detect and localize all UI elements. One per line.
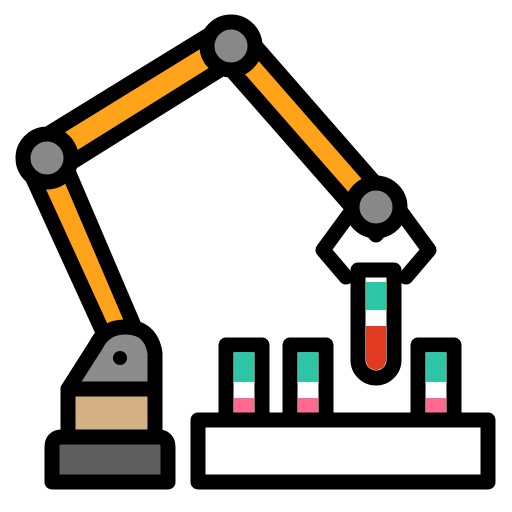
base-pivot-dot [113, 351, 127, 365]
rack-tube-liquid-top [426, 352, 446, 382]
rack-tube-liquid-top [298, 352, 318, 382]
held-tube-liquid-bottom [366, 326, 386, 370]
wrist-joint [344, 175, 408, 239]
test-tube-rack-group [190, 337, 496, 490]
held-test-tube [350, 262, 402, 386]
base-foot [44, 429, 176, 490]
held-tube-liquid-top [366, 282, 386, 310]
test-tube-rack [190, 412, 496, 490]
arm-joints [15, 14, 408, 239]
elbow-joint [199, 14, 263, 78]
robot-base [44, 319, 176, 490]
shoulder-joint [15, 126, 79, 190]
rack-tube-liquid-top [234, 352, 254, 382]
base-upper-housing [60, 319, 163, 397]
arm-segments [21, 20, 398, 360]
